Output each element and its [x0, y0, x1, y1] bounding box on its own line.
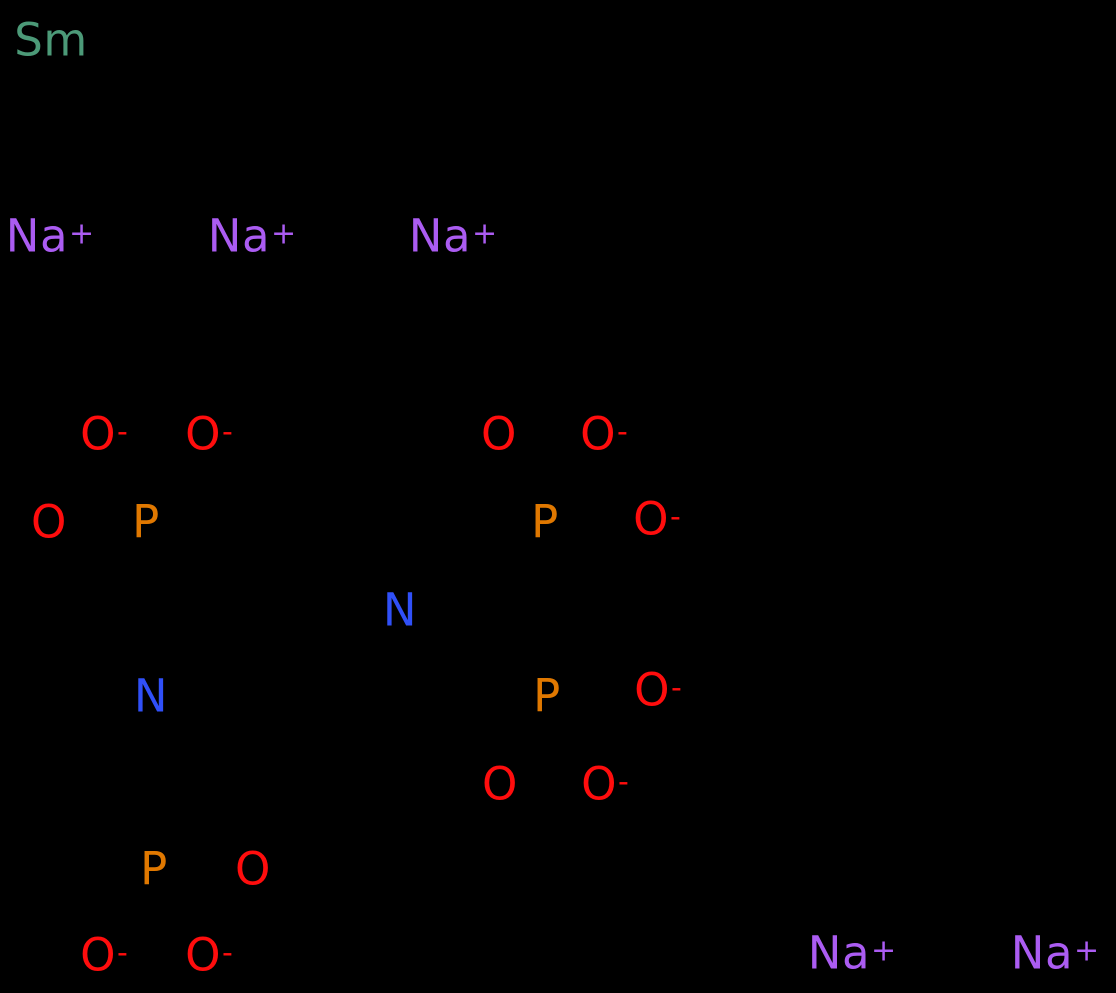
atom-label-o: O- [634, 668, 682, 713]
atom-symbol: Na [5, 209, 69, 263]
bond [559, 716, 593, 764]
atom-label-na: Na+ [6, 214, 94, 259]
atom-charge: - [117, 414, 128, 450]
atom-symbol: O [634, 663, 671, 717]
atom-label-n: N [134, 674, 168, 719]
bond [166, 889, 197, 935]
bond [421, 621, 526, 685]
bond [113, 456, 137, 500]
atom-symbol: P [533, 669, 561, 723]
atom-charge: - [117, 935, 128, 971]
bond [557, 454, 592, 502]
atom-symbol: O [235, 842, 271, 896]
atom-label-o: O [481, 412, 517, 457]
bond [506, 716, 533, 761]
atom-symbol: O [80, 928, 117, 982]
atom-symbol: Na [1010, 926, 1074, 980]
atom-charge: - [617, 414, 628, 450]
atom-label-p: P [533, 674, 561, 719]
atom-symbol: P [140, 842, 168, 896]
bond [572, 689, 633, 697]
atom-symbol: N [382, 583, 418, 637]
atom-label-na: Na+ [208, 214, 296, 259]
atom-symbol: O [31, 495, 67, 549]
atom-label-o: O- [185, 933, 233, 978]
atom-label-na: Na+ [409, 214, 497, 259]
atom-label-o: O [31, 500, 67, 545]
bond [149, 721, 156, 844]
atom-charge: + [472, 216, 498, 252]
atom-symbol: O [481, 407, 517, 461]
atom-symbol: Sm [14, 13, 88, 67]
atom-charge: - [670, 499, 681, 535]
bond [115, 890, 143, 934]
atom-symbol: P [531, 495, 559, 549]
bond [512, 454, 539, 499]
atom-label-p: P [132, 500, 160, 545]
atom-label-o: O- [80, 412, 128, 457]
atom-label-p: P [140, 847, 168, 892]
atom-symbol: Na [207, 209, 271, 263]
atom-symbol: Na [408, 209, 472, 263]
atom-charge: - [222, 935, 233, 971]
atom-label-na: Na+ [1011, 931, 1099, 976]
atom-label-o: O [235, 847, 271, 892]
atom-charge: + [1074, 933, 1100, 969]
bond [159, 453, 196, 503]
atom-charge: - [618, 764, 629, 800]
atom-label-o: O- [633, 497, 681, 542]
atom-label-n: N [383, 588, 417, 633]
atom-symbol: O [482, 757, 518, 811]
atom-label-p: P [531, 500, 559, 545]
bond [174, 616, 377, 690]
atom-symbol: O [80, 407, 117, 461]
atom-charge: - [671, 670, 682, 706]
atom-charge: - [222, 414, 233, 450]
bond [514, 719, 541, 764]
atom-label-o: O- [581, 762, 629, 807]
bond [144, 547, 153, 671]
atom-symbol: O [633, 492, 670, 546]
atom-label-o: O [482, 762, 518, 807]
atom-symbol: O [580, 407, 617, 461]
atom-charge: + [271, 216, 297, 252]
atom-symbol: P [132, 495, 160, 549]
atom-label-o: O- [580, 412, 628, 457]
atom-label-o: O- [185, 412, 233, 457]
atom-symbol: O [185, 407, 222, 461]
bond [505, 457, 532, 502]
atom-charge: + [871, 933, 897, 969]
atom-symbol: N [133, 669, 169, 723]
bond [421, 533, 524, 599]
atom-symbol: O [185, 928, 222, 982]
atom-label-na: Na+ [808, 931, 896, 976]
atom-charge: + [69, 216, 95, 252]
atom-symbol: Na [807, 926, 871, 980]
atom-label-sm: Sm [14, 18, 87, 63]
atom-symbol: O [581, 757, 618, 811]
bond [570, 517, 632, 524]
atom-label-o: O- [80, 933, 128, 978]
